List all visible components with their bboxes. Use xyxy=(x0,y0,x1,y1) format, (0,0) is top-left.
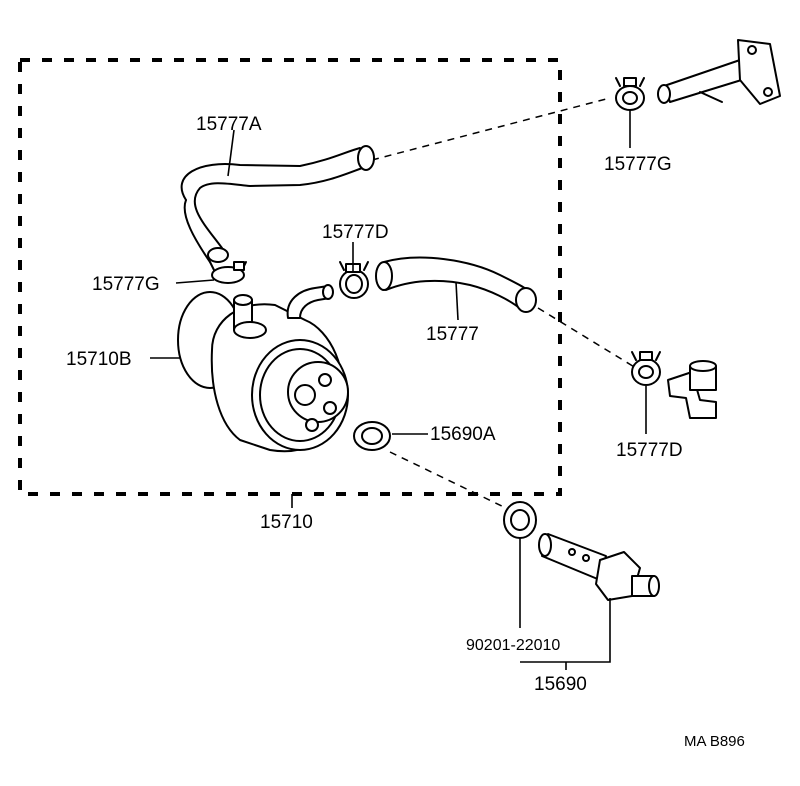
assembly-boundary-box xyxy=(18,58,562,496)
leader-hose-upper xyxy=(227,129,235,177)
left-clip xyxy=(209,261,247,284)
middle-clip xyxy=(339,261,369,299)
elbow-fitting xyxy=(667,360,717,419)
lower-hose xyxy=(375,256,537,313)
label-clip-bottom-right: 15777D xyxy=(616,440,683,461)
label-clip-top-right: 15777G xyxy=(604,154,672,175)
leader-hose-lower xyxy=(455,281,459,321)
bottom-right-clip xyxy=(631,351,661,386)
label-clip-middle: 15777D xyxy=(322,222,389,243)
label-hose-lower: 15777 xyxy=(426,324,479,345)
dash-line-gasket xyxy=(389,451,511,511)
upper-hose xyxy=(180,145,375,263)
union-bolt xyxy=(538,533,660,601)
label-washer-part: 90201-22010 xyxy=(466,637,560,654)
leader-bolt-bracket xyxy=(520,598,611,663)
gasket xyxy=(353,421,391,451)
label-cooler-assembly: 15710 xyxy=(260,512,313,533)
label-union-bolt: 15690 xyxy=(534,674,587,695)
oil-cooler-body xyxy=(177,284,349,453)
top-right-clip xyxy=(615,77,645,111)
dash-line-upper-hose xyxy=(371,97,611,161)
label-oil-cooler-body: 15710B xyxy=(66,349,132,370)
label-hose-upper: 15777A xyxy=(196,114,262,135)
label-gasket: 15690A xyxy=(430,424,496,445)
label-clip-left: 15777G xyxy=(92,274,160,295)
dash-line-lower-hose xyxy=(537,307,637,369)
upper-pipe-flange xyxy=(657,39,781,105)
leader-clip-left xyxy=(175,279,215,284)
washer xyxy=(503,501,537,539)
footer-code: MA B896 xyxy=(684,733,745,750)
